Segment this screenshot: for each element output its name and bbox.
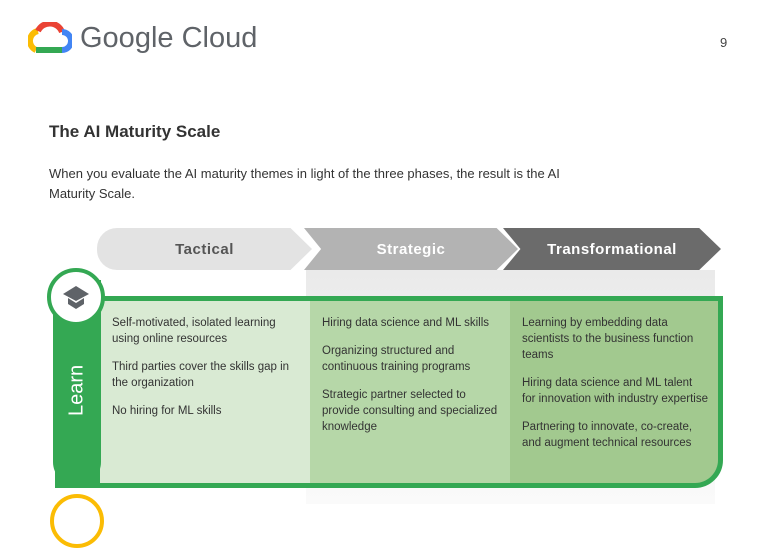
tactical-cell: Self-motivated, isolated learning using … bbox=[100, 301, 310, 483]
cell-item: Strategic partner selected to provide co… bbox=[322, 389, 498, 433]
transformational-cell: Learning by embedding data scientists to… bbox=[510, 301, 718, 483]
cell-item: Hiring data science and ML talent for in… bbox=[522, 377, 709, 405]
cell-item: Organizing structured and continuous tra… bbox=[322, 345, 471, 373]
cell-item: No hiring for ML skills bbox=[112, 405, 222, 417]
learn-theme-row: Self-motivated, isolated learning using … bbox=[55, 296, 723, 488]
strategic-cell: Hiring data science and ML skills Organi… bbox=[310, 301, 510, 483]
phase-tactical: Tactical bbox=[97, 228, 312, 270]
google-cloud-logo-icon bbox=[28, 22, 72, 53]
cell-item: Third parties cover the skills gap in th… bbox=[112, 361, 290, 389]
cell-item: Hiring data science and ML skills bbox=[322, 317, 490, 329]
intro-text: When you evaluate the AI maturity themes… bbox=[49, 166, 560, 201]
phase-transformational: Transformational bbox=[503, 228, 721, 270]
phase-strategic: Strategic bbox=[304, 228, 518, 270]
graduation-cap-icon bbox=[63, 286, 89, 309]
logo-text: Google Cloud bbox=[80, 22, 258, 54]
next-theme-icon-circle bbox=[50, 494, 104, 548]
cell-item: Partnering to innovate, co-create, and a… bbox=[522, 421, 693, 449]
theme-label: Learn bbox=[65, 364, 88, 416]
theme-icon-circle bbox=[47, 268, 105, 326]
cell-item: Learning by embedding data scientists to… bbox=[522, 317, 694, 361]
page-number: 9 bbox=[720, 35, 728, 50]
cell-item: Self-motivated, isolated learning using … bbox=[112, 317, 276, 345]
section-title: The AI Maturity Scale bbox=[49, 122, 221, 141]
